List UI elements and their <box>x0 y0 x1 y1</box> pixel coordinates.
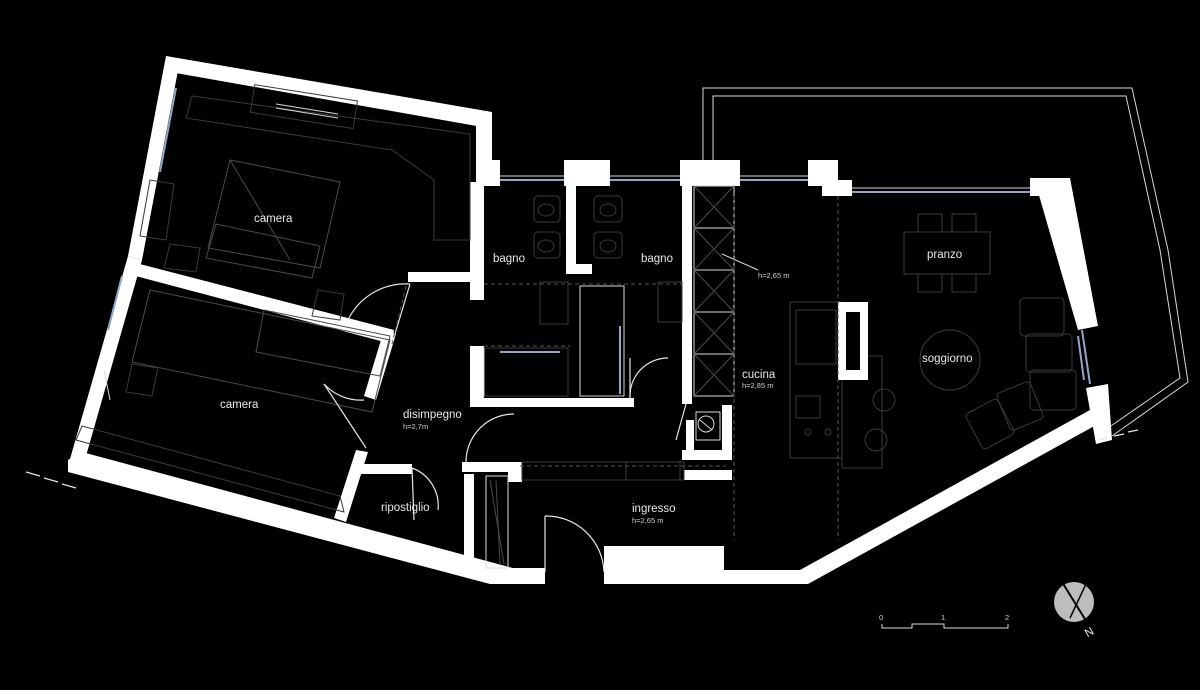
terrace-outline <box>702 87 1189 437</box>
bathroom-left-fixtures <box>483 195 569 397</box>
wall-top-kitchen-right <box>808 160 852 196</box>
room-height-cucina: h=2,85 m <box>742 381 773 390</box>
kitchen-pantry <box>693 185 759 397</box>
room-label-camera-top: camera <box>254 213 293 225</box>
dining-set <box>903 213 991 293</box>
scale-tick-0: 0 <box>879 613 883 622</box>
room-label-camera-bottom: camera <box>220 399 259 411</box>
wall-bottom-left <box>68 452 520 584</box>
wall-right-upper <box>1034 178 1098 330</box>
bathroom-right-fixtures <box>579 195 683 397</box>
wall-top-living-right <box>1030 178 1070 196</box>
wall-top-bath-mid <box>564 160 610 186</box>
wall-bottom-entry <box>604 570 808 584</box>
room-label-disimpegno: disimpegno <box>403 409 462 421</box>
north-arrow-icon: N <box>1054 581 1096 641</box>
windows <box>107 87 1091 385</box>
wall-top-kitchen <box>680 160 740 186</box>
wall-bedroom-top <box>166 56 492 128</box>
scale-tick-1: 1 <box>941 613 945 622</box>
entry-furniture <box>485 411 721 569</box>
doors <box>323 283 687 573</box>
exterior-walls <box>68 56 1112 584</box>
wall-top-bathroom <box>476 160 500 186</box>
kitchen-island <box>733 196 896 540</box>
room-height-disimpegno: h=2,7m <box>403 422 428 431</box>
bedroom-bottom-furniture <box>75 289 391 513</box>
room-label-soggiorno: soggiorno <box>922 353 973 365</box>
dashed-lines <box>391 283 726 467</box>
room-label-bagno-left: bagno <box>493 253 525 265</box>
wall-bottom-right <box>800 410 1098 584</box>
wall-bedroom-left-upper <box>128 56 180 260</box>
wall-bottom-mid <box>512 568 545 584</box>
room-label-bagno-right: bagno <box>641 253 673 265</box>
room-height-ingresso: h=2,65 m <box>632 516 663 525</box>
wall-bedroom-left-lower <box>68 256 142 470</box>
room-label-pranzo: pranzo <box>927 249 962 261</box>
room-height-pantry: h=2,65 m <box>758 271 789 280</box>
bedroom-top-furniture <box>139 84 471 321</box>
section-marks <box>25 429 1139 489</box>
wall-right-lower <box>1086 384 1112 444</box>
wall-bedroom-right <box>476 112 492 165</box>
scale-tick-2: 2 <box>1005 613 1009 622</box>
room-label-ingresso: ingresso <box>632 503 675 515</box>
room-label-ripostiglio: ripostiglio <box>381 502 430 514</box>
living-sofa <box>919 297 1085 450</box>
north-letter: N <box>1083 626 1096 641</box>
scale-bar: 0 1 2 <box>879 613 1009 629</box>
room-label-cucina: cucina <box>742 369 776 381</box>
